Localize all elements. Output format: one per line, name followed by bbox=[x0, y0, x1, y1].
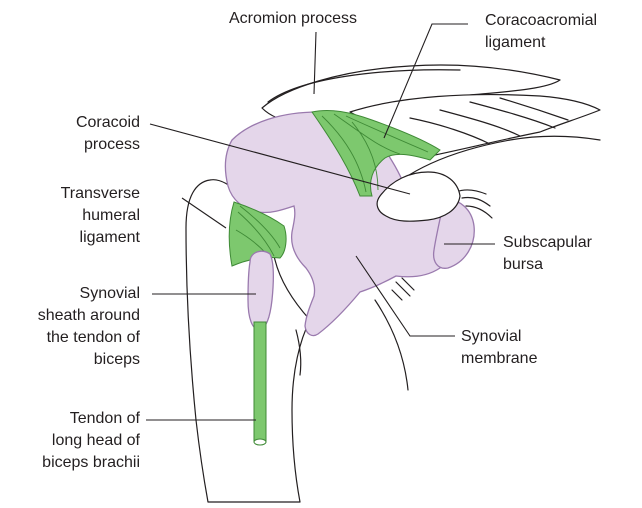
glenoid-hatching bbox=[392, 278, 414, 300]
label-acromion-process: Acromion process bbox=[229, 8, 357, 30]
tendon-cut-end bbox=[254, 439, 266, 445]
biceps-tendon-shape bbox=[254, 322, 266, 442]
scapula-lower-edge bbox=[375, 300, 408, 390]
